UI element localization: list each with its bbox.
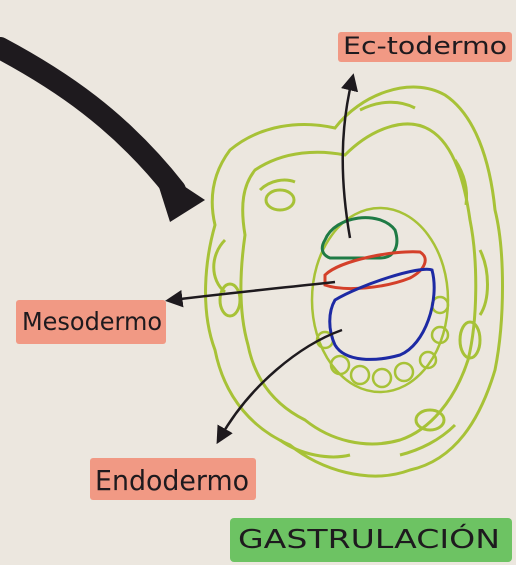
endoderm-layer [330,269,434,359]
endoderm-pointer-arrow-icon [220,330,342,438]
embryo-inner-ring [312,208,448,392]
ectoderm-layer [322,218,397,258]
embryo-outer-layer [206,87,503,476]
mesoderm-label: Mesodermo [22,307,162,336]
endoderm-label: Endodermo [95,464,249,497]
ectoderm-pointer-arrow-icon [343,80,352,238]
pointer-arrow-icon [0,48,205,222]
diagram-title: GASTRULACIÓN [238,523,500,555]
ectoderm-label: Ec-todermo [343,32,507,60]
mesoderm-pointer-arrow-icon [172,282,335,300]
